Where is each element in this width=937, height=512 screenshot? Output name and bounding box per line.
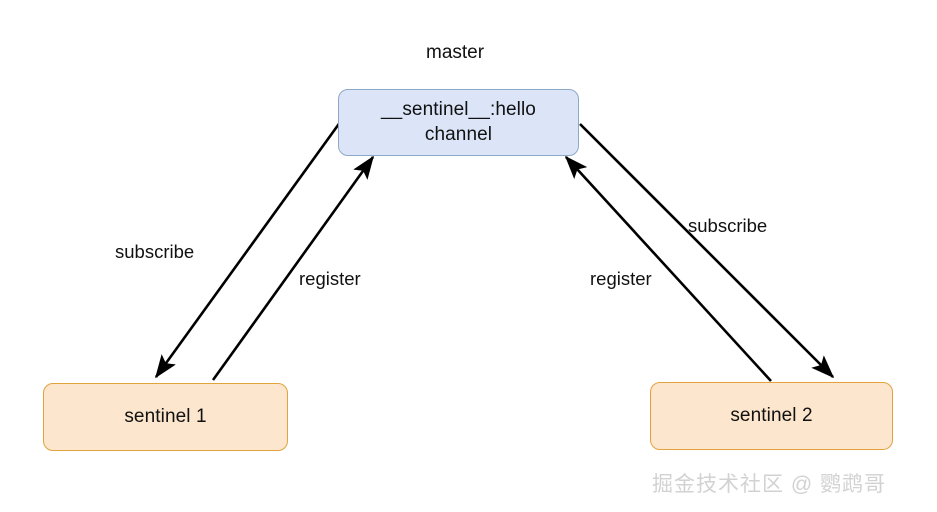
node-master-channel-label-line1: __sentinel__:hello <box>381 99 536 121</box>
edge-line-subscribe-right <box>579 123 835 379</box>
edge-label-register-left: register <box>299 268 361 289</box>
node-sentinel-1-label: sentinel 1 <box>124 405 207 427</box>
edge-line-subscribe-left <box>154 120 343 379</box>
edge-line-register-left <box>211 155 375 381</box>
node-master-channel-label-line2: channel <box>424 123 493 145</box>
edge-line-register-right <box>564 155 772 382</box>
master-caption: master <box>426 42 485 63</box>
watermark: 掘金技术社区 @ 鹦鹉哥 <box>652 473 886 496</box>
node-sentinel-1[interactable]: sentinel 1 <box>43 383 288 451</box>
edge-label-register-right: register <box>590 268 652 289</box>
node-master-channel[interactable]: __sentinel__:hello channel <box>338 89 579 156</box>
node-master-channel-label: __sentinel__:hello channel <box>381 98 536 147</box>
edge-label-subscribe-left: subscribe <box>115 241 195 262</box>
node-sentinel-2[interactable]: sentinel 2 <box>650 382 893 450</box>
edge-label-subscribe-right: subscribe <box>688 215 768 236</box>
node-sentinel-2-label: sentinel 2 <box>730 404 813 426</box>
